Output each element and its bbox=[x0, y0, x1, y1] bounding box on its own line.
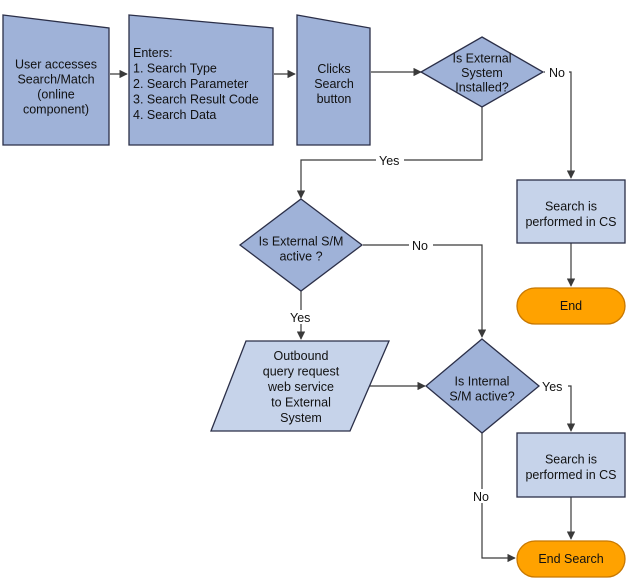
text-line: 1. Search Type bbox=[133, 62, 217, 76]
node-end-search: End Search bbox=[516, 540, 626, 578]
decision-diamond bbox=[424, 338, 541, 434]
text-line: S/M active? bbox=[449, 390, 514, 404]
data-parallelogram bbox=[210, 340, 390, 432]
text-line: web service bbox=[267, 380, 334, 394]
text-line: Is External S/M bbox=[259, 235, 344, 249]
edge-int-sm-no bbox=[481, 433, 516, 563]
node-search-cs-bottom: Search is performed in CS bbox=[516, 432, 626, 498]
text-line: Search is bbox=[545, 452, 597, 466]
text-line: query request bbox=[263, 365, 340, 379]
text-line: 4. Search Data bbox=[133, 108, 216, 122]
text-line: to External bbox=[271, 396, 331, 410]
node-search-cs-top: Search is performed in CS bbox=[516, 179, 626, 244]
node-search-cs-bottom-text: Search is performed in CS bbox=[525, 452, 616, 482]
edge-label-int-sm-no: No bbox=[473, 490, 489, 504]
text-line: Search is bbox=[545, 199, 597, 213]
node-end-search-label: End Search bbox=[538, 552, 603, 566]
text-line: performed in CS bbox=[525, 215, 616, 229]
decision-diamond bbox=[238, 198, 364, 292]
text-line: component) bbox=[23, 103, 89, 117]
terminal-pill bbox=[516, 287, 626, 325]
text-line: Is Internal bbox=[455, 375, 510, 389]
edge-label-ext-installed-yes: Yes bbox=[379, 154, 399, 168]
text-line: 2. Search Parameter bbox=[133, 77, 248, 91]
text-line: active ? bbox=[279, 250, 322, 264]
terminal-pill bbox=[516, 540, 626, 578]
text-line: System bbox=[280, 411, 322, 425]
process-box bbox=[516, 179, 626, 244]
edge-ext-sm-no bbox=[363, 244, 487, 338]
manual-input-shape bbox=[296, 14, 371, 146]
text-line: Clicks bbox=[317, 62, 350, 76]
text-line: User accesses bbox=[15, 58, 97, 72]
text-line: Search bbox=[314, 77, 354, 91]
text-line: (online bbox=[37, 88, 75, 102]
edge-labels: No Yes No Yes Yes No bbox=[287, 65, 569, 504]
node-end-top-label: End bbox=[560, 299, 582, 313]
text-line: 3. Search Result Code bbox=[133, 93, 259, 107]
text-line: Installed? bbox=[455, 81, 509, 95]
node-end-top: End bbox=[516, 287, 626, 325]
text-line: button bbox=[317, 92, 352, 106]
edge-label-ext-installed-no: No bbox=[549, 66, 565, 80]
edge-label-ext-sm-yes: Yes bbox=[290, 311, 310, 325]
text-line: Outbound bbox=[274, 349, 329, 363]
edge-label-int-sm-yes: Yes bbox=[542, 380, 562, 394]
edge-label-ext-sm-no: No bbox=[412, 239, 428, 253]
text-line: Is External bbox=[452, 52, 511, 66]
text-line: System bbox=[461, 66, 503, 80]
decision-diamond bbox=[419, 36, 545, 108]
text-line: performed in CS bbox=[525, 468, 616, 482]
manual-input-shape bbox=[128, 14, 274, 146]
text-line: Search/Match bbox=[17, 73, 94, 87]
manual-input-shape bbox=[2, 14, 110, 146]
node-search-cs-top-text: Search is performed in CS bbox=[525, 199, 616, 229]
edge-ext-installed-no bbox=[544, 71, 576, 179]
process-box bbox=[516, 432, 626, 498]
text-line: Enters: bbox=[133, 46, 173, 60]
